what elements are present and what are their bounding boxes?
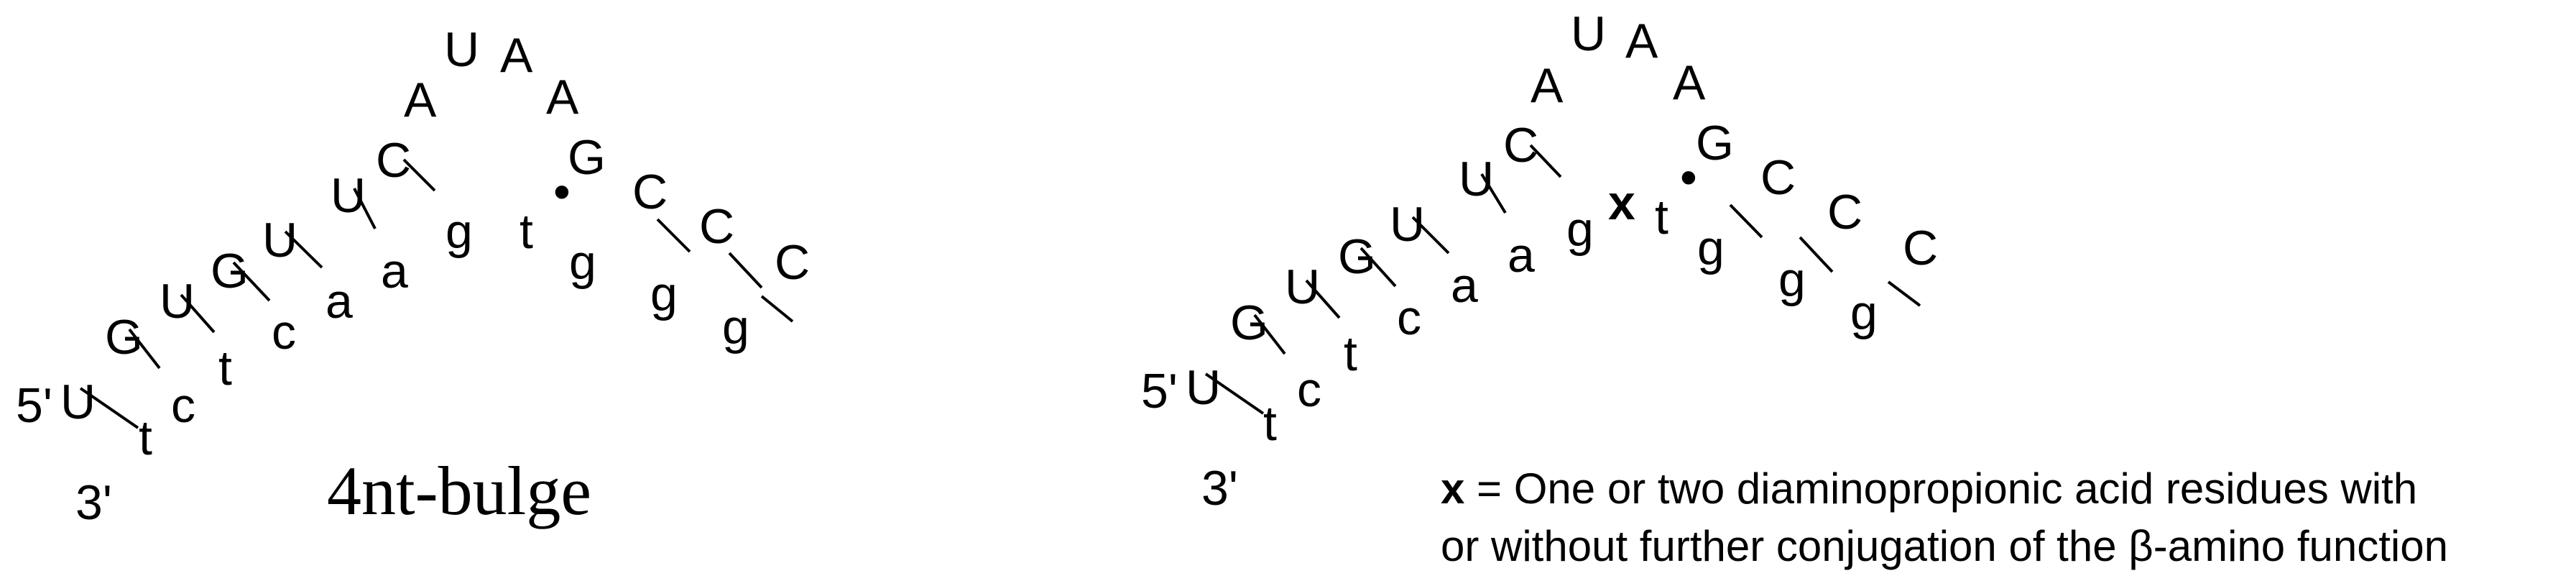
left-post-loop-nt-4: C xyxy=(775,235,810,290)
left-upper-nt-6: U xyxy=(331,168,366,223)
right-structure: 5' 3' U G U G U U C A U A A x G C C C t … xyxy=(1141,6,1938,516)
left-post-loop-nt-1: G xyxy=(568,130,606,185)
left-structure: 5' 3' U G U G U U C A U A A G C C C t c … xyxy=(16,22,810,530)
right-post-loop-nt-1: G xyxy=(1696,116,1734,170)
left-upper-nt-3: U xyxy=(160,274,195,329)
legend-symbol: x xyxy=(1441,465,1464,513)
left-post-loop-lower-nt-1: t xyxy=(520,204,533,259)
left-lower-nt-4: c xyxy=(272,305,296,360)
right-loop-nt-4: A xyxy=(1673,55,1706,110)
right-bond-10 xyxy=(1887,280,1921,307)
right-lower-nt-7: g xyxy=(1566,202,1594,257)
legend: x = One or two diaminopropionic acid res… xyxy=(1441,465,2448,570)
left-bond-9 xyxy=(728,252,763,289)
left-post-loop-lower-nt-2: g xyxy=(569,235,596,290)
right-loop-nt-3: A xyxy=(1625,14,1658,68)
left-bond-7 xyxy=(402,158,436,192)
left-lower-nt-6: a xyxy=(381,244,408,298)
right-bond-8 xyxy=(1729,203,1763,239)
left-loop-nt-3: A xyxy=(500,28,533,83)
right-post-loop-lower-nt-4: g xyxy=(1850,285,1878,340)
legend-line-1-text: = One or two diaminopropionic acid resid… xyxy=(1464,465,2417,513)
left-upper-nt-5: U xyxy=(262,213,297,267)
left-post-loop-nt-2: C xyxy=(632,165,668,219)
right-lower-nt-1: t xyxy=(1263,396,1277,451)
right-wobble-dot: • xyxy=(1680,150,1697,205)
left-lower-nt-5: a xyxy=(326,274,353,329)
left-upper-nt-1: U xyxy=(60,375,96,429)
right-upper-nt-3: U xyxy=(1285,260,1320,314)
left-bond-8 xyxy=(656,218,691,253)
left-loop-nt-4: A xyxy=(546,70,579,124)
right-lower-nt-5: a xyxy=(1451,258,1478,313)
right-loop-nt-2: U xyxy=(1571,6,1606,61)
legend-line-1: x = One or two diaminopropionic acid res… xyxy=(1441,465,2417,513)
right-lower-nt-4: c xyxy=(1397,290,1421,345)
right-modification-x: x xyxy=(1608,175,1635,230)
right-post-loop-nt-2: C xyxy=(1760,150,1796,205)
left-bond-6 xyxy=(353,188,377,229)
left-lower-nt-1: t xyxy=(139,411,152,465)
left-three-prime-label: 3' xyxy=(75,475,112,530)
left-post-loop-lower-nt-3: g xyxy=(650,267,678,321)
left-bond-4 xyxy=(232,261,271,302)
right-lower-nt-2: c xyxy=(1297,362,1321,417)
right-post-loop-lower-nt-1: t xyxy=(1655,190,1668,244)
left-bond-3 xyxy=(180,293,216,334)
left-bond-5 xyxy=(284,230,323,269)
left-caption: 4nt-bulge xyxy=(327,452,591,529)
right-bond-2 xyxy=(1253,314,1286,355)
right-post-loop-nt-3: C xyxy=(1827,185,1862,239)
left-bond-10 xyxy=(760,295,794,323)
right-upper-nt-6: U xyxy=(1459,152,1494,206)
right-five-prime-label: 5' xyxy=(1141,364,1178,418)
left-post-loop-nt-3: C xyxy=(699,199,734,254)
right-bond-6 xyxy=(1480,173,1507,214)
left-lower-nt-7: g xyxy=(446,204,473,259)
right-three-prime-label: 3' xyxy=(1201,461,1238,516)
right-bond-7 xyxy=(1529,144,1562,178)
left-five-prime-label: 5' xyxy=(16,378,52,433)
left-wobble-dot: • xyxy=(553,165,571,219)
right-post-loop-lower-nt-3: g xyxy=(1778,252,1806,307)
right-bond-5 xyxy=(1411,216,1450,255)
right-bond-3 xyxy=(1305,279,1341,319)
left-post-loop-lower-nt-4: g xyxy=(722,300,749,354)
right-post-loop-nt-4: C xyxy=(1903,221,1938,275)
right-lower-nt-6: a xyxy=(1508,228,1535,283)
left-lower-nt-2: c xyxy=(171,378,195,433)
left-loop-nt-1: A xyxy=(404,73,437,127)
right-post-loop-lower-nt-2: g xyxy=(1697,221,1725,275)
right-upper-nt-7: C xyxy=(1503,118,1538,173)
right-lower-nt-3: t xyxy=(1344,326,1357,381)
left-lower-nt-3: t xyxy=(218,341,232,395)
right-bond-9 xyxy=(1799,236,1834,273)
right-loop-nt-1: A xyxy=(1531,58,1564,113)
right-bond-1 xyxy=(1204,372,1265,415)
right-upper-nt-1: U xyxy=(1186,360,1221,415)
legend-line-2: or without further conjugation of the β-… xyxy=(1441,522,2448,570)
left-bond-2 xyxy=(128,328,161,370)
left-loop-nt-2: U xyxy=(444,22,479,77)
right-bond-4 xyxy=(1359,247,1397,288)
left-bond-1 xyxy=(79,387,139,429)
